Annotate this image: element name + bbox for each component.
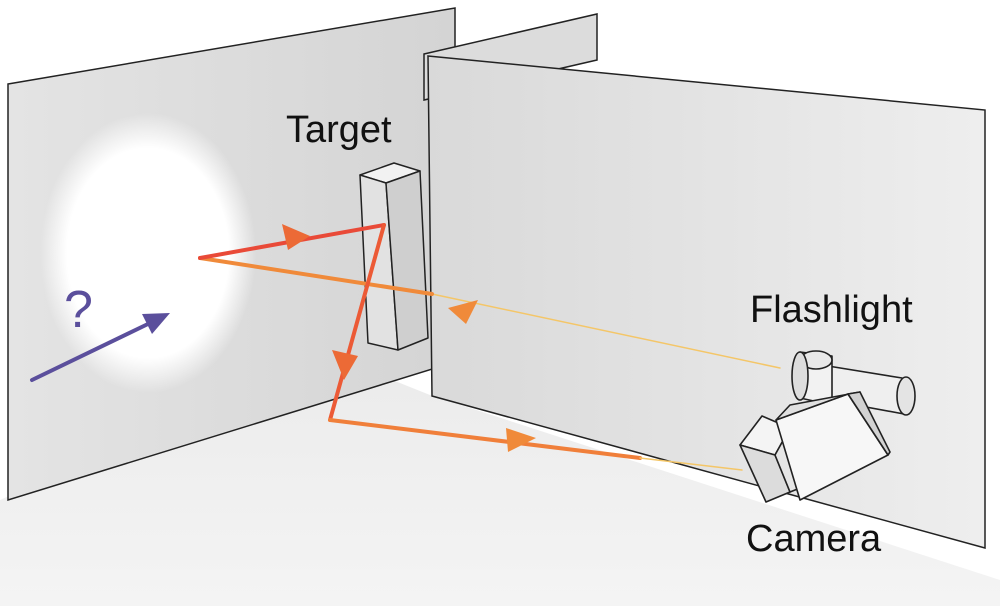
target-box-icon [359, 162, 429, 351]
camera-icon [739, 391, 891, 503]
unknown-arrow [30, 313, 170, 382]
arrowhead-down [332, 350, 358, 380]
arrowhead-to-camera [506, 428, 536, 452]
question-mark-icon: ? [64, 281, 93, 339]
arrowhead-to-target [282, 224, 310, 250]
target-label: Target [286, 109, 392, 151]
flashlight-label: Flashlight [750, 289, 913, 331]
arrowhead-incoming [448, 300, 478, 324]
illuminated-spot [40, 113, 256, 393]
light-path-arrowheads [282, 224, 536, 452]
camera-label: Camera [746, 518, 882, 560]
